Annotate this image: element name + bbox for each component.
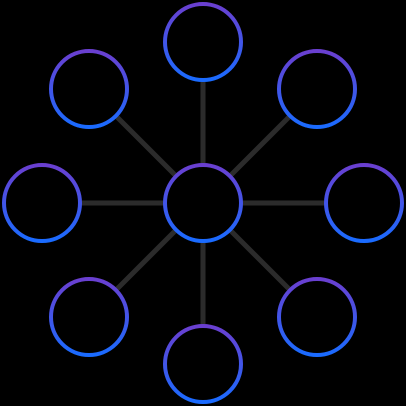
hub-node [163, 163, 243, 243]
satellite-node-s [163, 324, 243, 404]
satellite-node-nw [49, 49, 129, 129]
satellite-node-w [2, 163, 82, 243]
satellite-node-se [277, 277, 357, 357]
satellite-node-sw [49, 277, 129, 357]
satellite-node-n [163, 2, 243, 82]
satellite-node-e [324, 163, 404, 243]
satellite-node-ne [277, 49, 357, 129]
